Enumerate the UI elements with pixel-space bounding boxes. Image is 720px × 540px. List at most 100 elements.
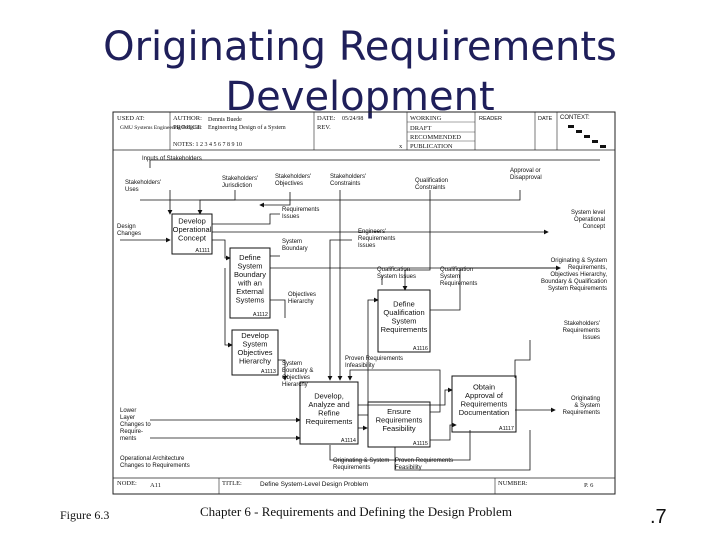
activity-label-a1112-line: System <box>237 261 262 270</box>
label-system-level-opcon-line: Concept <box>583 224 606 230</box>
label-orig-sys-reqs-long-line: Boundary & Qualification <box>541 279 607 285</box>
status-recommended: RECOMMENDED <box>410 134 461 141</box>
activity-label-a1115-line: Feasibility <box>382 424 416 433</box>
arrow-objectives <box>259 192 291 208</box>
activity-id-a1114: A1114 <box>341 438 356 444</box>
header-used-at-value-text: GMU Systems Engineering Program <box>120 125 202 131</box>
activity-label-a1115-line: Requirements <box>376 416 423 425</box>
label-operational-architecture-changes-line: Operational Architecture <box>120 456 185 462</box>
label-engineers-req-issues-line: Engineers' <box>358 229 386 235</box>
label-orig-sys-reqs-long-line: Originating & System <box>551 258 607 264</box>
header-date-value: 05/24/98 <box>342 116 363 122</box>
label-stakeholders-uses-line: Stakeholders' <box>125 180 161 186</box>
activity-box-a1113 <box>231 329 279 376</box>
label-inputs-of-stakeholders: Inputs of Stakeholders <box>142 156 202 162</box>
activity-label-a1112-line: with an <box>237 278 262 287</box>
activity-label-a1114-line: Develop, <box>314 391 344 400</box>
label-proven-feasibility-line: Feasibility <box>395 465 422 471</box>
label-stakeholders-constraints-line: Stakeholders' <box>330 174 366 180</box>
activity-box-a1112 <box>229 247 271 319</box>
activity-label-a1116-line: System <box>391 316 416 325</box>
label-stakeholders-req-issues-line: Requirements <box>563 328 600 334</box>
label-design-changes-line: Design <box>117 224 136 230</box>
label-qualification-constraints-line: Qualification <box>415 178 448 184</box>
label-qualification-system-requirements-line: Requirements <box>440 281 477 287</box>
arrow-boundary-feed <box>212 239 231 261</box>
footer-title-label: TITLE: <box>222 480 242 487</box>
activity-label-a1116-line: Requirements <box>381 325 428 334</box>
activity-label-a1115-line: Ensure <box>387 407 411 416</box>
activity-label-a1117-line: Requirements <box>461 399 508 408</box>
label-approval-disapproval-line: Approval or <box>510 168 541 174</box>
activity-box-a1117 <box>451 375 517 433</box>
footer-number-label: NUMBER: <box>498 480 528 487</box>
activity-label-a1113-line: System <box>242 339 267 348</box>
diagram-footer: NODE: A11 TITLE: Define System-Level Des… <box>113 477 615 494</box>
label-stakeholders-uses: Stakeholders'Uses <box>125 180 161 193</box>
activity-label-a1113-line: Develop <box>241 331 269 340</box>
activity-label-a1114-line: Refine <box>318 408 340 417</box>
header-date2: DATE <box>538 116 553 122</box>
label-stakeholders-objectives: Stakeholders'Objectives <box>275 174 311 187</box>
page-number: .7 <box>650 506 667 528</box>
header-used-at-value: GMU Systems Engineering Program <box>120 125 202 131</box>
footer-page: P. 6 <box>584 482 594 489</box>
arrow-jurisdiction <box>197 190 236 215</box>
label-system-level-opcon-line: Operational <box>574 217 605 223</box>
arrow-a1115-proven-feasibility <box>430 422 457 441</box>
label-operational-architecture-changes-line: Changes to Requirements <box>120 463 190 469</box>
label-lower-layer-changes-line: Require- <box>120 429 143 435</box>
label-requirements-issues-line: Requirements <box>282 207 319 213</box>
label-stakeholders-jurisdiction: Stakeholders'Jurisdiction <box>222 176 258 189</box>
flow-arrows <box>120 159 600 471</box>
label-orig-sys-reqs-long-line: Requirements, <box>568 265 607 271</box>
activity-label-a1114-line: Requirements <box>306 417 353 426</box>
label-proven-infeasibility-line: Infeasibility <box>345 363 375 369</box>
label-qualification-system-issues-line: System Issues <box>377 274 416 280</box>
arrow-a1114-out-qual <box>358 297 379 416</box>
activity-id-a1117: A1117 <box>499 426 514 432</box>
status-publication: PUBLICATION <box>410 143 453 150</box>
status-draft: DRAFT <box>410 125 431 132</box>
footer-node-value: A11 <box>150 482 161 489</box>
label-stakeholders-objectives-line: Stakeholders' <box>275 174 311 180</box>
label-proven-infeasibility-line: Proven Requirements <box>345 356 403 362</box>
activity-label-a1116-line: Define <box>393 299 415 308</box>
label-lower-layer-changes-line: Layer <box>120 415 135 421</box>
activity-box-a1115 <box>367 401 431 448</box>
label-qualification-system-requirements-line: Qualification <box>440 267 473 273</box>
activity-id-a1111: A1111 <box>195 248 210 254</box>
activity-label-a1117-line: Documentation <box>459 408 509 417</box>
label-stakeholders-constraints: Stakeholders'Constraints <box>330 174 366 187</box>
label-qualification-constraints-line: Constraints <box>415 185 445 191</box>
header-reader: READER <box>479 116 502 122</box>
context-node-tree-icon <box>568 125 606 148</box>
activity-box-a1114 <box>299 381 359 445</box>
arrow-bottom-loop <box>329 430 471 461</box>
activity-label-a1111-line: Develop <box>178 217 206 226</box>
label-lower-layer-changes-line: Lower <box>120 408 136 414</box>
arrow-a1113-in <box>224 268 233 348</box>
label-system-boundary-line: System <box>282 239 302 245</box>
arrow-a1113-out <box>278 359 288 381</box>
activity-label-a1111-line: Concept <box>178 234 207 243</box>
activity-id-a1113: A1113 <box>261 369 276 375</box>
